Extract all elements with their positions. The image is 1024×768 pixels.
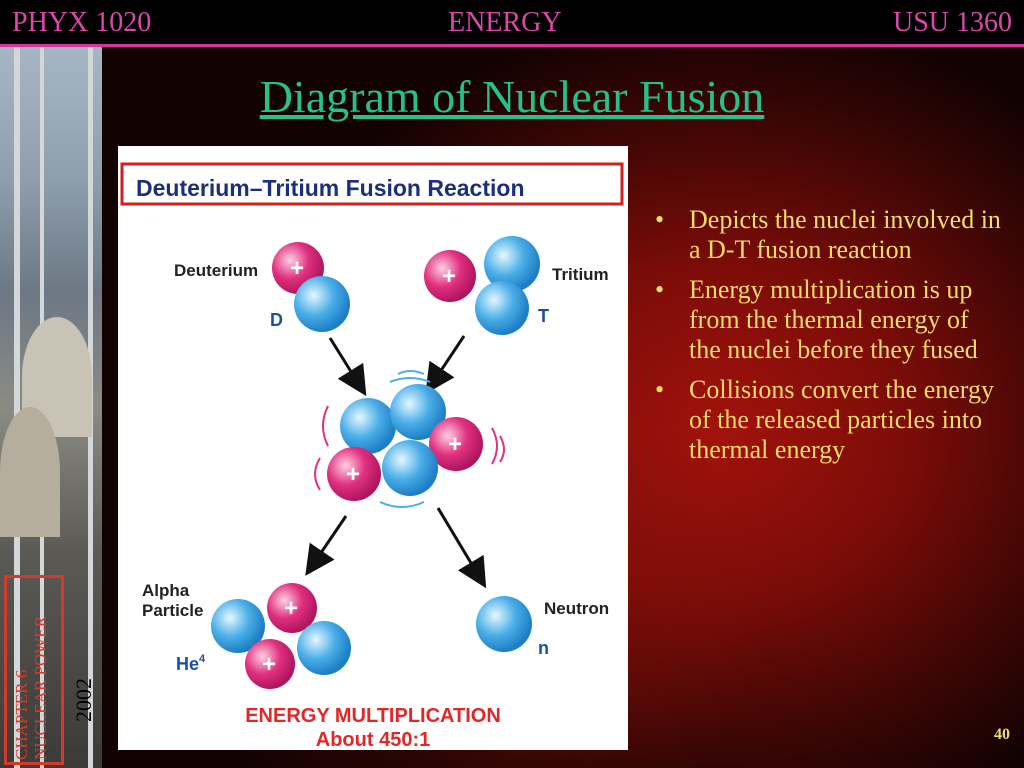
vibration-marks (314, 405, 505, 491)
label-d: D (270, 310, 283, 330)
bullet-item: • Collisions convert the energy of the re… (645, 375, 1005, 465)
label-he-symbol: He (176, 654, 199, 674)
label-n: n (538, 638, 549, 658)
header-topic: ENERGY (448, 7, 562, 38)
chapter-label: CHAPTER 6 NUCLEAR POWER (12, 616, 50, 760)
arrow-alpha-out (305, 515, 348, 576)
alpha-proton (267, 583, 317, 633)
fused-neutron (390, 384, 446, 440)
bullet-glyph: • (655, 375, 665, 404)
label-alpha-line2: Particle (142, 601, 203, 620)
label-he-mass: 4 (199, 653, 206, 665)
arrow-tritium-in (425, 335, 466, 394)
bullet-text: Energy multiplication is up from the the… (689, 275, 978, 364)
tritium-proton-plus: + (442, 263, 456, 290)
label-alpha-line1: Alpha (142, 581, 190, 600)
bullet-text: Depicts the nuclei involved in a D-T fus… (689, 205, 1001, 264)
fused-proton-plus: + (448, 431, 462, 458)
chapter-line1: CHAPTER 6 (12, 669, 31, 760)
fused-proton-plus: + (346, 461, 360, 488)
arrow-deuterium-in (328, 337, 367, 397)
chapter-line2: NUCLEAR POWER (31, 615, 50, 760)
header-course-right: USU 1360 (892, 7, 1012, 38)
diagram-heading: Deuterium–Tritium Fusion Reaction (136, 175, 525, 201)
tritium-neutron (475, 281, 529, 335)
alpha-neutron (211, 599, 265, 653)
label-tritium: Tritium (552, 265, 609, 284)
arrow-neutron-out (436, 507, 487, 589)
alpha-proton-plus: + (284, 595, 298, 622)
bullet-text: Collisions convert the energy of the rel… (689, 375, 994, 464)
alpha-neutron (297, 621, 351, 675)
label-t: T (538, 306, 549, 326)
power-plant-photo-strip (0, 47, 102, 768)
tritium-neutron (484, 236, 540, 292)
alpha-proton-plus: + (262, 651, 276, 678)
fusion-diagram-svg: Deuterium–Tritium Fusion Reaction Deuter… (120, 162, 624, 750)
deuterium-proton-plus: + (290, 255, 304, 282)
tritium-proton (424, 250, 476, 302)
diagram-heading-frame (120, 162, 624, 206)
released-neutron (476, 596, 532, 652)
strip-pillar (14, 47, 20, 768)
slide-title: Diagram of Nuclear Fusion (259, 71, 765, 122)
slide-header: PHYX 1020 ENERGY USU 1360 (0, 0, 1024, 47)
deuterium-neutron (294, 276, 350, 332)
header-course-left: PHYX 1020 (12, 7, 152, 38)
chapter-box (4, 575, 64, 765)
reactor-dome (0, 407, 60, 537)
diagram-footer-line2: About 450:1 (316, 729, 430, 750)
bullet-list: • Depicts the nuclei involved in a D-T fu… (645, 205, 1005, 475)
label-deuterium: Deuterium (174, 261, 258, 280)
fused-neutron (382, 440, 438, 496)
page-number: 40 (994, 726, 1010, 743)
bullet-item: • Energy multiplication is up from the th… (645, 275, 1005, 365)
fusion-diagram: Deuterium–Tritium Fusion Reaction Deuter… (118, 146, 628, 750)
label-neutron: Neutron (544, 599, 609, 618)
vibration-marks (379, 370, 431, 508)
alpha-proton (245, 639, 295, 689)
year-label: 2002 (71, 678, 96, 722)
diagram-footer-line1: ENERGY MULTIPLICATION (245, 705, 501, 727)
bullet-item: • Depicts the nuclei involved in a D-T fu… (645, 205, 1005, 265)
label-he: He4 (176, 653, 206, 674)
fused-proton (327, 447, 381, 501)
fused-neutron (340, 398, 396, 454)
fused-proton (429, 417, 483, 471)
bullet-glyph: • (655, 205, 665, 234)
bullet-glyph: • (655, 275, 665, 304)
